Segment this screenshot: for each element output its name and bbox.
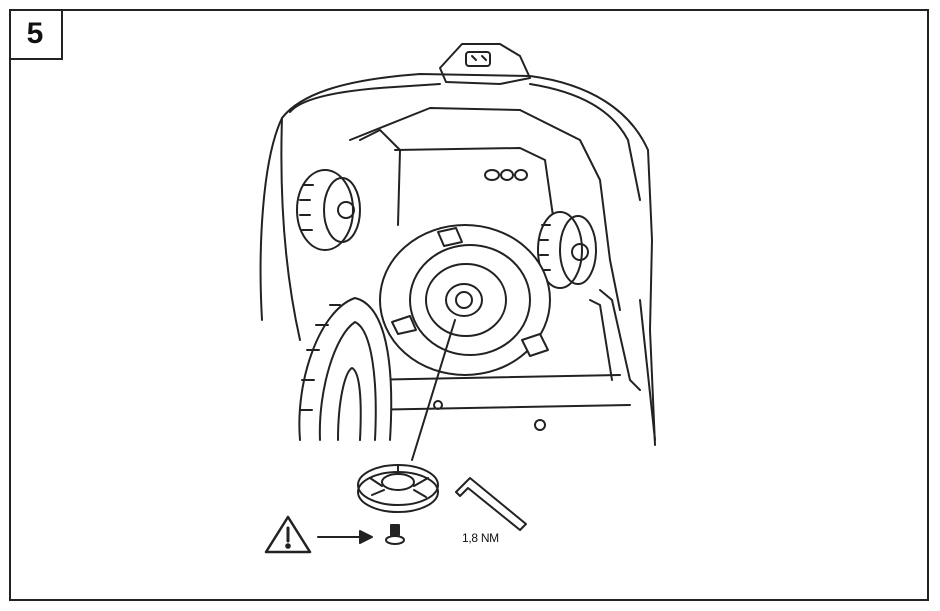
hex-key-icon	[455, 477, 527, 531]
arrow-right-icon	[317, 530, 373, 544]
blade-disc-icon	[357, 464, 439, 513]
warning-triangle-icon	[264, 515, 312, 554]
pointer-line	[411, 319, 456, 461]
torque-value: 1,8 NM	[462, 531, 499, 545]
screw-icon	[385, 524, 405, 545]
instruction-frame	[9, 9, 929, 601]
blade-disc-mounted	[379, 224, 551, 376]
mower-handle	[439, 43, 531, 85]
right-rear-wheel	[537, 211, 597, 289]
large-drive-wheel	[298, 297, 393, 441]
left-rear-wheel	[296, 169, 361, 251]
step-number: 5	[9, 9, 63, 60]
